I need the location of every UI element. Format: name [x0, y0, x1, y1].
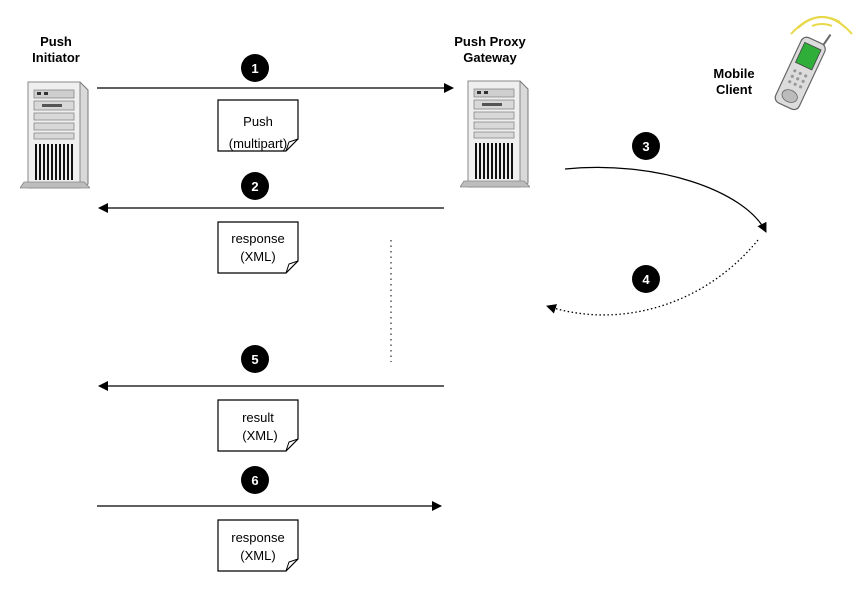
document-response-xml-final: response (XML) [217, 519, 299, 572]
mobile-phone-icon [774, 16, 853, 111]
signal-waves-icon [790, 16, 853, 35]
document-push-multipart-line1: Push [243, 114, 273, 129]
push-initiator-label: Push Initiator [20, 34, 92, 66]
push-proxy-gateway-server-icon [460, 79, 530, 189]
push-proxy-gateway-label: Push Proxy Gateway [440, 34, 540, 66]
document-push-multipart-line2: (multipart) [229, 136, 288, 151]
step-badge-2: 2 [241, 172, 269, 200]
push-initiator-label-line2: Initiator [32, 50, 80, 65]
step-badge-3: 3 [632, 132, 660, 160]
mobile-client-label: Mobile Client [703, 66, 765, 98]
push-initiator-label-line1: Push [40, 34, 72, 49]
document-result-xml-line1: result [242, 410, 274, 425]
step-badge-4: 4 [632, 265, 660, 293]
step-badge-4-number: 4 [642, 272, 650, 287]
step-badge-1: 1 [241, 54, 269, 82]
arrow-step-3 [564, 166, 767, 233]
document-response-xml: response (XML) [217, 221, 299, 274]
push-initiator-server-icon [20, 81, 90, 189]
step-badge-5-number: 5 [251, 352, 258, 367]
document-result-xml: result (XML) [217, 399, 299, 452]
mobile-client-label-line2: Client [715, 82, 753, 97]
step-badge-3-number: 3 [642, 139, 649, 154]
document-response-xml-line2: (XML) [240, 249, 275, 264]
step-badge-6: 6 [241, 466, 269, 494]
document-push-multipart: Push (multipart) [217, 99, 299, 152]
mobile-client-label-line1: Mobile [713, 66, 755, 81]
document-response-xml-final-line2: (XML) [240, 548, 275, 563]
push-proxy-gateway-label-line2: Gateway [463, 50, 517, 65]
step-badge-6-number: 6 [251, 473, 258, 488]
step-badge-1-number: 1 [251, 61, 258, 76]
step-badge-5: 5 [241, 345, 269, 373]
document-response-xml-line1: response [231, 231, 284, 246]
arrow-step-4 [546, 239, 759, 316]
push-proxy-gateway-label-line1: Push Proxy [454, 34, 526, 49]
document-response-xml-final-line1: response [231, 530, 284, 545]
step-badge-2-number: 2 [251, 179, 258, 194]
document-result-xml-line2: (XML) [242, 428, 277, 443]
